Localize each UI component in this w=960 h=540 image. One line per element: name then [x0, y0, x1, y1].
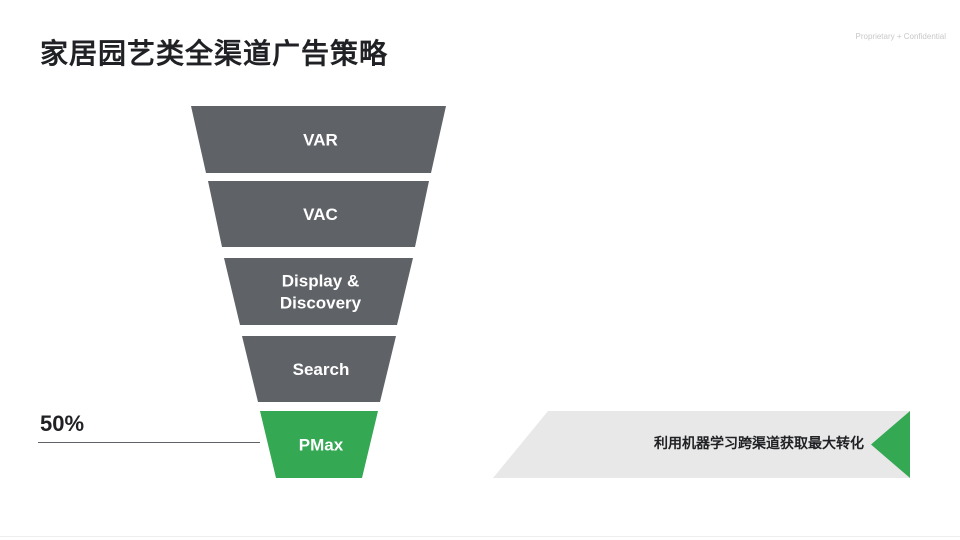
banner-text: 利用机器学习跨渠道获取最大转化 [654, 436, 864, 452]
funnel-segment-label: VAR [303, 131, 338, 150]
slide-title: 家居园艺类全渠道广告策略 [40, 37, 389, 70]
banner-band [493, 411, 910, 478]
funnel-segment-pmax: PMax [260, 411, 378, 478]
pmax-percent-label: 50% [40, 411, 85, 436]
funnel-segment-label: Discovery [280, 294, 362, 313]
funnel-segment-shape [191, 106, 446, 173]
funnel-segment-label: Display & [282, 272, 359, 291]
funnel-segment-shape [208, 181, 429, 247]
pmax-percent-leader-line [38, 442, 260, 443]
banner-arrow-icon [871, 411, 910, 478]
funnel-segment-shape [224, 258, 413, 325]
funnel-segment-shape [260, 411, 378, 478]
funnel-segment-var: VAR [191, 106, 446, 173]
funnel-segment-display-discovery: Display & Discovery [224, 258, 413, 325]
funnel-segment-shape [242, 336, 396, 402]
funnel-segment-label: PMax [299, 436, 344, 455]
confidential-label: Proprietary + Confidential [855, 32, 947, 41]
footer-rule [0, 536, 960, 537]
funnel-segment-label: Search [293, 360, 350, 379]
funnel-segment-search: Search [242, 336, 396, 402]
funnel-segment-vac: VAC [208, 181, 429, 247]
funnel-segment-label: VAC [303, 205, 338, 224]
